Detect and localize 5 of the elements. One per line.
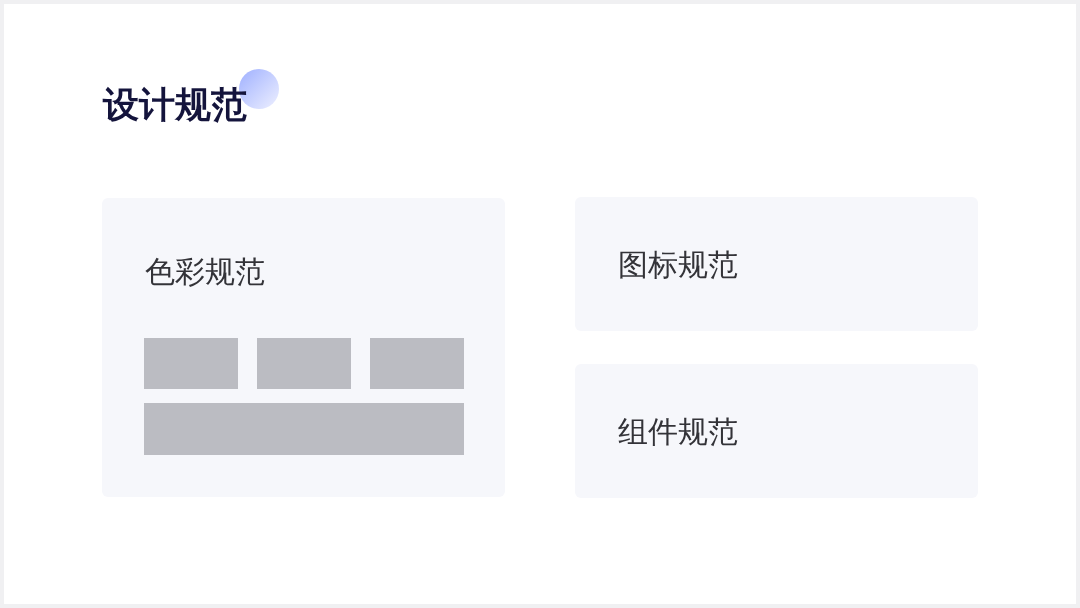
card-heading: 色彩规范 xyxy=(145,254,265,290)
title: 设计规范 xyxy=(103,84,247,126)
card xyxy=(102,198,505,497)
card-heading: 图标规范 xyxy=(618,247,738,283)
card-heading: 组件规范 xyxy=(618,414,738,450)
